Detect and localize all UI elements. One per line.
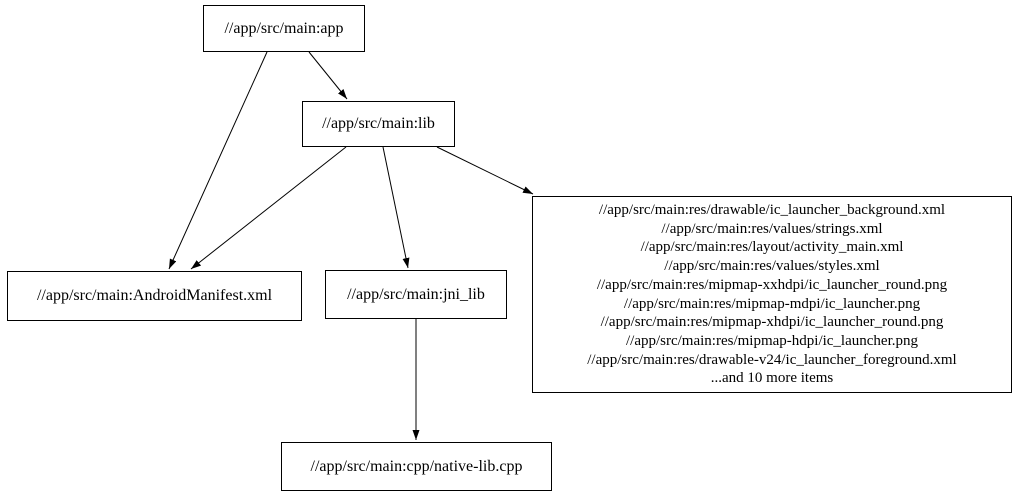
node-lib: //app/src/main:lib (302, 101, 455, 147)
node-jni-lib-label: //app/src/main:jni_lib (347, 285, 485, 303)
node-app: //app/src/main:app (203, 5, 365, 52)
res-file-line: //app/src/main:res/values/styles.xml (664, 258, 880, 275)
node-lib-label: //app/src/main:lib (322, 115, 435, 133)
res-file-line: //app/src/main:res/drawable/ic_launcher_… (598, 201, 946, 218)
node-jni-lib: //app/src/main:jni_lib (325, 270, 507, 319)
node-native-lib-cpp: //app/src/main:cpp/native-lib.cpp (281, 442, 552, 491)
node-android-manifest: //app/src/main:AndroidManifest.xml (7, 271, 302, 321)
node-native-lib-cpp-label: //app/src/main:cpp/native-lib.cpp (310, 457, 523, 475)
res-file-line: //app/src/main:res/layout/activity_main.… (640, 239, 904, 256)
edge-lib-manifest (190, 146, 347, 270)
res-file-line: //app/src/main:res/mipmap-mdpi/ic_launch… (623, 295, 921, 312)
edge-lib-jni-lib (382, 146, 410, 269)
res-file-line: //app/src/main:res/drawable-v24/ic_launc… (587, 351, 957, 368)
edge-lib-res (436, 146, 534, 195)
edge-app-lib (308, 51, 348, 100)
edge-app-manifest (168, 51, 268, 270)
node-res-files: //app/src/main:res/drawable/ic_launcher_… (532, 196, 1012, 393)
res-more-items-line: ...and 10 more items (710, 370, 834, 387)
res-file-line: //app/src/main:res/mipmap-xhdpi/ic_launc… (600, 314, 944, 331)
node-android-manifest-label: //app/src/main:AndroidManifest.xml (36, 287, 273, 305)
node-app-label: //app/src/main:app (224, 19, 344, 37)
res-file-line: //app/src/main:res/mipmap-hdpi/ic_launch… (625, 332, 918, 349)
res-file-line: //app/src/main:res/mipmap-xxhdpi/ic_laun… (596, 276, 948, 293)
res-file-line: //app/src/main:res/values/strings.xml (661, 220, 883, 237)
